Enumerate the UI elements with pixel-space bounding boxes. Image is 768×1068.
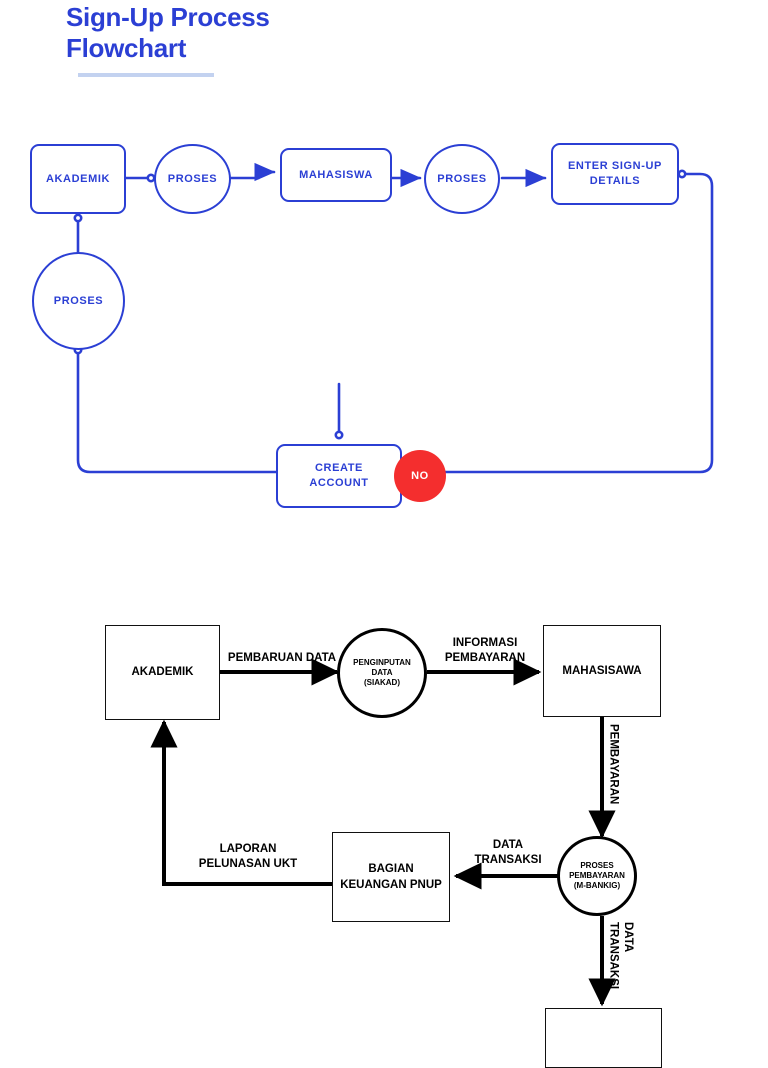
title-underline-accent	[78, 73, 214, 77]
signup-node-create-account-label: CREATE ACCOUNT	[309, 462, 369, 489]
signup-node-proses-2-label: PROSES	[437, 173, 487, 185]
dfd-node-penginputan-data-siakad[interactable]: PENGINPUTAN DATA (SIAKAD)	[337, 628, 427, 718]
signup-node-proses-3[interactable]: PROSES	[32, 252, 125, 350]
signup-node-no-badge[interactable]: NO	[394, 450, 446, 502]
signup-node-no-badge-label: NO	[411, 470, 429, 482]
dfd-node-bagian-keuangan-pnup[interactable]: BAGIAN KEUANGAN PNUP	[332, 832, 450, 922]
dfd-node-proses-pembayaran-mbanking-label: PROSES PEMBAYARAN (M-BANKIG)	[569, 860, 625, 891]
dfd-edge-label-pembayaran: PEMBAYARAN	[607, 724, 620, 805]
signup-node-proses-2[interactable]: PROSES	[424, 144, 500, 214]
dfd-node-akademik[interactable]: AKADEMIK	[105, 625, 220, 720]
signup-node-proses-1[interactable]: PROSES	[154, 144, 231, 214]
dfd-edge-label-informasi-pembayaran: INFORMASI PEMBAYARAN	[444, 637, 526, 664]
signup-node-proses-1-label: PROSES	[167, 173, 218, 185]
dfd-node-mahasisawa[interactable]: MAHASISAWA	[543, 625, 661, 717]
signup-node-akademik[interactable]: AKADEMIK	[30, 144, 126, 214]
dfd-node-bagian-keuangan-pnup-label: BAGIAN KEUANGAN PNUP	[340, 862, 442, 891]
dfd-node-mahasisawa-label: MAHASISAWA	[562, 664, 642, 677]
signup-node-enter-signup-details-label: ENTER SIGN-UP DETAILS	[568, 160, 662, 187]
signup-node-enter-signup-details[interactable]: ENTER SIGN-UP DETAILS	[551, 143, 679, 205]
signup-node-create-account[interactable]: CREATE ACCOUNT	[276, 444, 402, 508]
signup-node-proses-3-label: PROSES	[53, 295, 104, 307]
dfd-node-akademik-label: AKADEMIK	[131, 666, 194, 679]
dfd-edge-label-pembaruan-data: PEMBARUAN DATA	[227, 652, 337, 664]
signup-node-mahasiswa[interactable]: MAHASISWA	[280, 148, 392, 202]
dfd-node-proses-pembayaran-mbanking[interactable]: PROSES PEMBAYARAN (M-BANKIG)	[557, 836, 637, 916]
title-block: Sign-Up Process Flowchart	[66, 0, 546, 77]
dfd-node-penginputan-data-siakad-label: PENGINPUTAN DATA (SIAKAD)	[353, 657, 411, 688]
signup-node-akademik-label: AKADEMIK	[45, 172, 111, 185]
dfd-edge-label-data-transaksi-bottom: DATA TRANSAKSI	[607, 922, 634, 990]
page-title: Sign-Up Process Flowchart	[66, 2, 270, 63]
signup-node-mahasiswa-label: MAHASISWA	[299, 168, 373, 181]
dfd-node-bottom-box[interactable]	[545, 1008, 662, 1068]
dfd-edge-label-laporan-pelunasan-ukt: LAPORAN PELUNASAN UKT	[198, 843, 298, 870]
dfd-edge-label-data-transaksi: DATA TRANSAKSI	[474, 839, 542, 866]
